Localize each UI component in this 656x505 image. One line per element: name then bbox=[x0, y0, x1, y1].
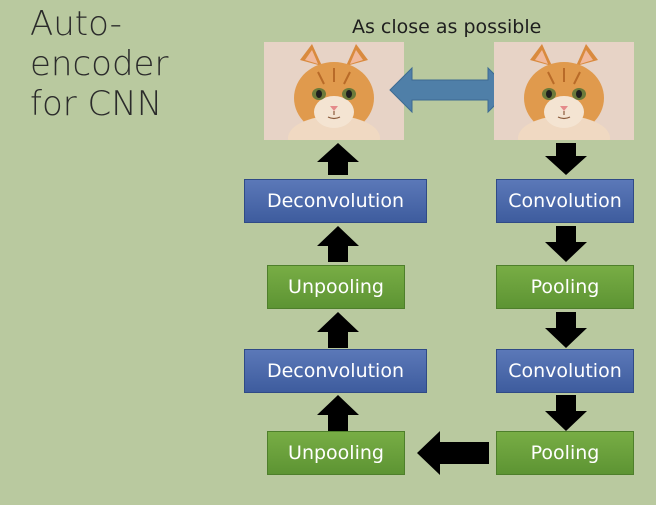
unpooling-box-bottom: Unpooling bbox=[267, 431, 405, 475]
pooling-box-top: Pooling bbox=[496, 265, 634, 309]
output-cat-image bbox=[264, 42, 404, 140]
down-arrow-icon bbox=[545, 312, 587, 348]
title-line-1: Auto- bbox=[30, 4, 122, 44]
down-arrow-icon bbox=[545, 395, 587, 431]
convolution-box-top: Convolution bbox=[496, 179, 634, 223]
title-line-3: for CNN bbox=[30, 84, 163, 124]
title-line-2: encoder bbox=[30, 44, 169, 84]
up-arrow-icon bbox=[317, 143, 359, 175]
convolution-box-bottom: Convolution bbox=[496, 349, 634, 393]
input-cat-image bbox=[494, 42, 634, 140]
caption-as-close-as-possible: As close as possible bbox=[352, 16, 542, 38]
deconvolution-box-top: Deconvolution bbox=[244, 179, 427, 223]
left-arrow-icon bbox=[417, 431, 489, 475]
up-arrow-icon bbox=[317, 312, 359, 348]
up-arrow-icon bbox=[317, 395, 359, 431]
up-arrow-icon bbox=[317, 226, 359, 262]
slide-title: Auto- encoder for CNN bbox=[30, 4, 168, 124]
deconvolution-box-bottom: Deconvolution bbox=[244, 349, 427, 393]
down-arrow-icon bbox=[545, 226, 587, 262]
unpooling-box-top: Unpooling bbox=[267, 265, 405, 309]
pooling-box-bottom: Pooling bbox=[496, 431, 634, 475]
down-arrow-icon bbox=[545, 143, 587, 175]
